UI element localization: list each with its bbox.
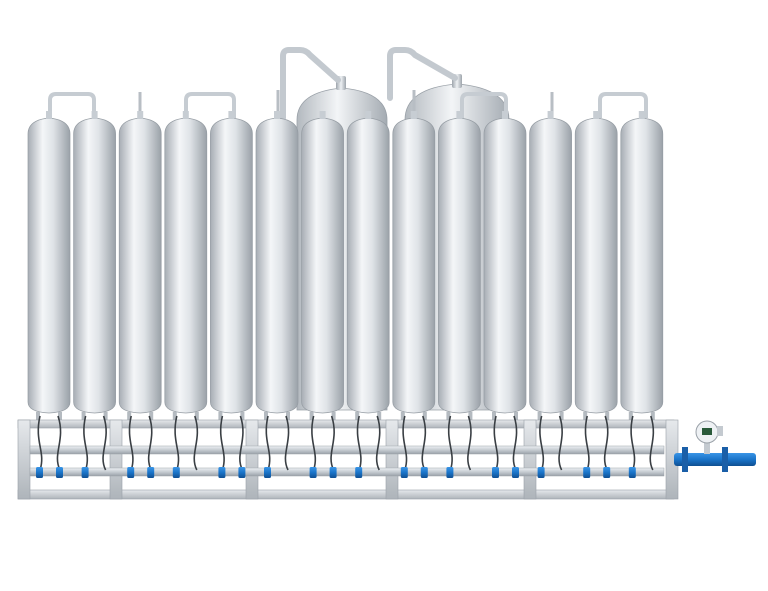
hose — [356, 415, 362, 471]
tank-icon — [164, 111, 208, 422]
valve-icon — [603, 467, 611, 478]
hose — [239, 415, 244, 471]
hose — [467, 415, 472, 471]
valve-icon — [492, 467, 499, 478]
hose — [421, 415, 427, 471]
hose — [102, 415, 107, 471]
valve-icon — [446, 467, 454, 478]
valve-group — [36, 467, 636, 478]
valve-icon — [56, 467, 63, 478]
hose — [603, 415, 609, 471]
manifold-pipe — [29, 467, 665, 477]
hose — [265, 415, 271, 471]
frame-post — [17, 419, 31, 500]
hose-group — [37, 415, 655, 471]
hose — [311, 415, 317, 471]
hose — [284, 415, 290, 471]
valve-icon — [537, 467, 545, 478]
manifold-pipe — [29, 445, 665, 455]
valve-icon — [512, 467, 519, 478]
valve-icon — [628, 467, 636, 478]
valve-icon — [264, 467, 271, 478]
hose — [539, 415, 545, 471]
tank-icon — [620, 111, 664, 422]
hose — [128, 415, 134, 471]
tank-icon — [574, 111, 618, 422]
hose — [37, 415, 43, 471]
overhead-pipe — [280, 47, 341, 121]
valve-icon — [420, 467, 428, 478]
hose — [375, 415, 381, 471]
base-frame — [17, 419, 679, 500]
tank-icon — [73, 111, 116, 422]
tank-icon — [392, 111, 436, 422]
hose — [512, 415, 518, 471]
hose — [630, 415, 636, 471]
frame-post — [109, 419, 123, 500]
hose — [56, 415, 62, 471]
hose — [584, 415, 590, 471]
valve-icon — [81, 467, 89, 478]
tank-icon — [27, 111, 71, 422]
valve-icon — [147, 467, 155, 478]
tank-icon — [346, 111, 390, 422]
hose — [193, 415, 199, 471]
hose — [493, 415, 499, 471]
valve-icon — [583, 467, 591, 478]
overhead-pipe — [387, 47, 458, 101]
hose — [219, 415, 225, 471]
hose — [649, 415, 655, 471]
valve-icon — [36, 467, 43, 478]
tank-connectors — [48, 92, 648, 118]
tank-icon — [118, 111, 162, 422]
hose — [447, 415, 453, 471]
tank-icon — [301, 111, 344, 422]
valve-icon — [329, 467, 337, 478]
valve-icon — [238, 467, 246, 478]
frame-post — [523, 419, 537, 500]
hose — [330, 415, 335, 471]
hose — [147, 415, 153, 471]
valve-icon — [309, 467, 317, 478]
flow-meter-icon — [674, 420, 756, 472]
hose — [402, 415, 408, 471]
hose — [174, 415, 180, 471]
hose — [83, 415, 89, 471]
frame-post — [245, 419, 259, 500]
valve-icon — [400, 467, 408, 478]
tank-icon — [483, 111, 527, 422]
tank-icon — [210, 111, 253, 422]
frame-post — [385, 419, 399, 500]
tank-icon — [255, 111, 299, 422]
tank-icon — [529, 111, 572, 422]
hose — [558, 415, 563, 471]
tank-row — [27, 111, 664, 422]
valve-icon — [218, 467, 226, 478]
valve-icon — [127, 467, 135, 478]
tank-icon — [438, 111, 481, 422]
valve-icon — [172, 467, 180, 478]
valve-icon — [355, 467, 363, 478]
